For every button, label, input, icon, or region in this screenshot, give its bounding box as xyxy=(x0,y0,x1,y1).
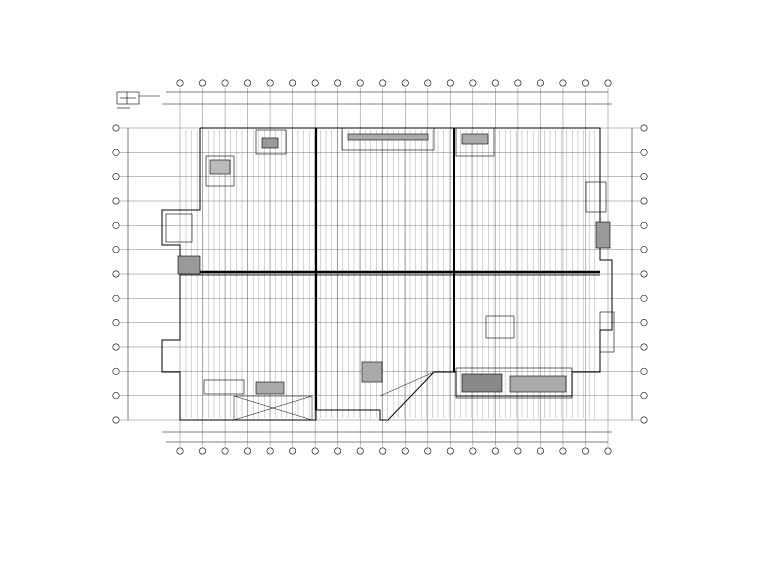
building-outline xyxy=(161,127,613,421)
row-axis-bubble-right xyxy=(640,416,648,424)
row-axis-bubble-left xyxy=(112,173,120,181)
row-axis-bubble-left xyxy=(112,197,120,205)
row-axis-bubble-left xyxy=(112,367,120,375)
column-axis-bubble-bottom xyxy=(514,447,522,455)
axis-bubbles xyxy=(112,79,648,455)
column-axis-bubble-top xyxy=(401,79,409,87)
column-axis-bubble-top xyxy=(221,79,229,87)
column-axis-bubble-bottom xyxy=(469,447,477,455)
column-axis-bubble-top xyxy=(176,79,184,87)
column-axis-bubble-top xyxy=(604,79,612,87)
row-axis-bubble-left xyxy=(112,270,120,278)
stair-section-icon xyxy=(116,91,160,109)
column-axis-bubble-top xyxy=(334,79,342,87)
row-axis-bubble-left xyxy=(112,246,120,254)
main-corridors xyxy=(180,128,600,410)
column-axis-bubble-bottom xyxy=(176,447,184,455)
column-axis-bubble-bottom xyxy=(581,447,589,455)
column-axis-bubble-bottom xyxy=(559,447,567,455)
column-axis-bubble-bottom xyxy=(491,447,499,455)
row-axis-bubble-right xyxy=(640,343,648,351)
column-axis-bubble-top xyxy=(469,79,477,87)
column-axis-bubble-bottom xyxy=(289,447,297,455)
column-axis-bubble-bottom xyxy=(266,447,274,455)
row-axis-bubble-left xyxy=(112,319,120,327)
row-axis-bubble-right xyxy=(640,270,648,278)
row-axis-bubble-left xyxy=(112,124,120,132)
column-axis-bubble-top xyxy=(199,79,207,87)
column-axis-bubble-top xyxy=(356,79,364,87)
row-axis-bubble-left xyxy=(112,416,120,424)
row-axis-bubble-left xyxy=(112,221,120,229)
row-axis-bubble-right xyxy=(640,221,648,229)
row-axis-bubble-right xyxy=(640,173,648,181)
row-axis-bubble-left xyxy=(112,148,120,156)
row-axis-bubble-left xyxy=(112,343,120,351)
column-axis-bubble-bottom xyxy=(446,447,454,455)
column-axis-bubble-bottom xyxy=(244,447,252,455)
column-axis-bubble-bottom xyxy=(536,447,544,455)
column-axis-bubble-bottom xyxy=(311,447,319,455)
column-axis-bubble-bottom xyxy=(604,447,612,455)
row-axis-bubble-right xyxy=(640,294,648,302)
row-axis-bubble-right xyxy=(640,197,648,205)
column-axis-bubble-bottom xyxy=(424,447,432,455)
column-axis-bubble-top xyxy=(514,79,522,87)
column-axis-bubble-top xyxy=(491,79,499,87)
column-axis-bubble-bottom xyxy=(401,447,409,455)
column-axis-bubble-top xyxy=(424,79,432,87)
column-axis-bubble-top xyxy=(311,79,319,87)
row-axis-bubble-right xyxy=(640,319,648,327)
column-axis-bubble-top xyxy=(244,79,252,87)
row-axis-bubble-right xyxy=(640,367,648,375)
row-axis-bubble-right xyxy=(640,148,648,156)
column-axis-bubble-bottom xyxy=(379,447,387,455)
row-axis-bubble-right xyxy=(640,124,648,132)
equipment-blocks xyxy=(165,127,615,399)
column-axis-bubble-bottom xyxy=(221,447,229,455)
row-axis-bubble-right xyxy=(640,392,648,400)
column-axis-bubble-top xyxy=(379,79,387,87)
row-axis-bubble-left xyxy=(112,294,120,302)
column-axis-bubble-bottom xyxy=(334,447,342,455)
column-axis-bubble-top xyxy=(289,79,297,87)
column-axis-bubble-top xyxy=(266,79,274,87)
row-axis-bubble-right xyxy=(640,246,648,254)
column-axis-bubble-top xyxy=(559,79,567,87)
column-axis-bubble-bottom xyxy=(199,447,207,455)
braced-bay xyxy=(233,371,435,421)
column-axis-bubble-bottom xyxy=(356,447,364,455)
column-axis-bubble-top xyxy=(536,79,544,87)
column-axis-bubble-top xyxy=(581,79,589,87)
row-axis-bubble-left xyxy=(112,392,120,400)
column-axis-bubble-top xyxy=(446,79,454,87)
